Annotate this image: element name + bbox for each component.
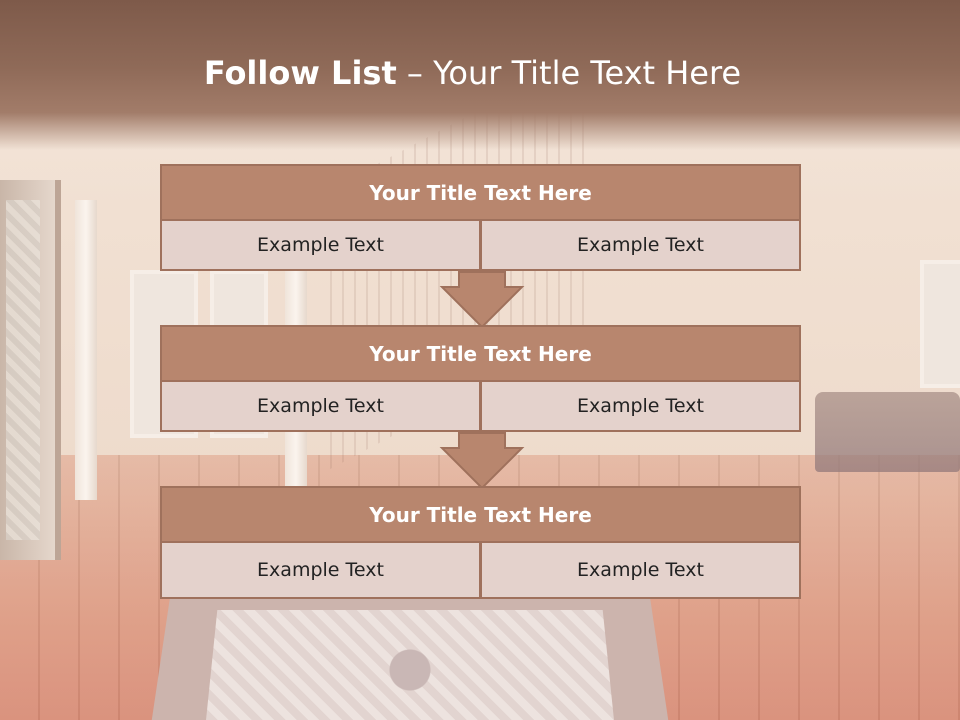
background-door-glass bbox=[6, 200, 40, 540]
background-window bbox=[920, 260, 960, 388]
slide-title-rest: – Your Title Text Here bbox=[396, 54, 742, 92]
block-cell-left: Example Text bbox=[160, 221, 481, 271]
slide-title: Follow List – Your Title Text Here bbox=[0, 54, 945, 92]
block-cell-right: Example Text bbox=[481, 221, 801, 271]
down-arrow-icon bbox=[439, 271, 525, 329]
title-band bbox=[0, 0, 960, 150]
block-title: Your Title Text Here bbox=[160, 486, 801, 543]
list-block: Your Title Text Here Example Text Exampl… bbox=[160, 325, 801, 432]
block-cell-right: Example Text bbox=[481, 543, 801, 599]
block-row: Example Text Example Text bbox=[160, 221, 801, 271]
background-pillar bbox=[75, 200, 97, 500]
block-title: Your Title Text Here bbox=[160, 164, 801, 221]
down-arrow-icon bbox=[439, 432, 525, 490]
block-title: Your Title Text Here bbox=[160, 325, 801, 382]
background-sofa bbox=[815, 392, 960, 472]
list-block: Your Title Text Here Example Text Exampl… bbox=[160, 486, 801, 599]
slide-title-bold: Follow List bbox=[203, 54, 397, 92]
block-row: Example Text Example Text bbox=[160, 382, 801, 432]
block-cell-right: Example Text bbox=[481, 382, 801, 432]
background-rug-pattern bbox=[205, 610, 615, 720]
block-row: Example Text Example Text bbox=[160, 543, 801, 599]
block-cell-left: Example Text bbox=[160, 543, 481, 599]
list-block: Your Title Text Here Example Text Exampl… bbox=[160, 164, 801, 271]
block-cell-left: Example Text bbox=[160, 382, 481, 432]
